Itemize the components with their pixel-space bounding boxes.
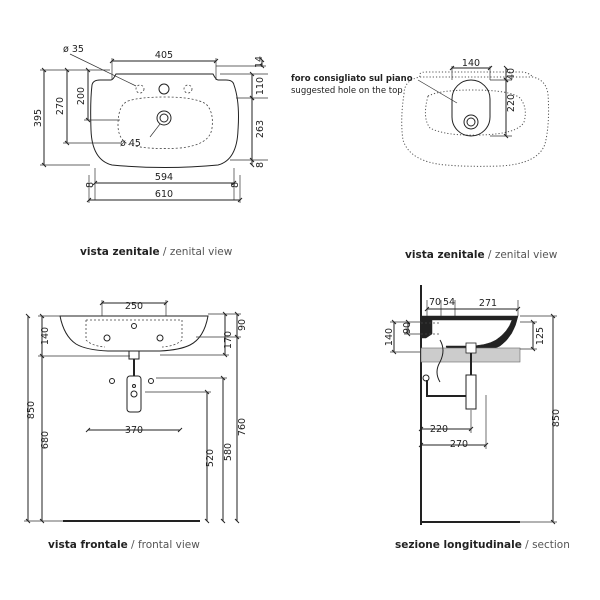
note-hole-en: suggested hole on the top [291,86,403,96]
dim-8-left: 8 [85,182,96,188]
frontal-view: 250 140 850 680 370 90 170 520 580 760 v… [24,300,248,551]
dim-760: 760 [237,418,248,436]
dim-395: 395 [33,109,44,127]
suggested-hole [451,79,491,137]
dim-405: 405 [155,50,173,61]
bowl-inner [117,96,213,149]
caption-zenital-right: vista zenitale / zenital view [405,249,558,261]
dim-220-top: 220 [506,94,517,112]
trap-front [126,375,142,413]
tap-hole-center [158,83,170,95]
note-hole-it: foro consigliato sul piano [291,74,413,84]
dim-250: 250 [125,301,143,312]
dim-271: 271 [479,298,497,309]
dim-140-front: 140 [40,327,51,345]
basin-top-outline [90,73,239,168]
dim-140-section: 140 [384,328,395,346]
dim-270-section: 270 [450,439,468,450]
dim-d35: ø 35 [63,44,84,55]
caption-zenital-left: vista zenitale / zenital view [80,246,233,258]
dim-125: 125 [535,327,546,345]
dim-850-section: 850 [551,409,562,427]
dim-8-right: 8 [230,182,241,188]
dim-140-top: 140 [462,58,480,69]
dim-850-front: 850 [26,401,37,419]
dim-580: 580 [223,443,234,461]
dim-70: 70 [429,297,441,308]
section-view: 70 54 271 140 90 125 220 270 850 sezione… [384,285,570,551]
bowl-outline-dotted [424,89,526,136]
dim-d45: ø 45 [120,138,141,149]
zenital-view-left: 405 ø 35 395 270 200 14 110 263 8 ø 45 5… [33,44,268,258]
dim-170: 170 [223,331,234,349]
basin-front [59,315,209,352]
dim-680: 680 [40,431,51,449]
dim-610: 610 [155,189,173,200]
dim-270: 270 [55,97,66,115]
dim-14: 14 [254,56,265,68]
dim-263: 263 [255,120,266,138]
dim-520: 520 [205,449,216,467]
dim-90-front: 90 [237,319,248,331]
basin-outline-dotted [401,76,550,167]
dim-370: 370 [125,425,143,436]
caption-section: sezione longitudinale / section [395,539,570,551]
tap-hole-left [135,84,145,94]
dim-110: 110 [255,77,266,95]
dim-40: 40 [506,68,517,80]
dim-8: 8 [255,162,266,168]
dim-54: 54 [443,297,455,308]
drain-front [128,350,140,360]
dim-220-section: 220 [430,424,448,435]
dim-90-section: 90 [402,322,413,334]
dim-200: 200 [76,87,87,105]
caption-frontal: vista frontale / frontal view [48,539,200,551]
dim-594: 594 [155,172,173,183]
zenital-view-right: 140 40 220 foro consigliato sul piano su… [291,58,558,261]
tap-hole-right [183,84,193,94]
drain-hole [156,110,172,126]
